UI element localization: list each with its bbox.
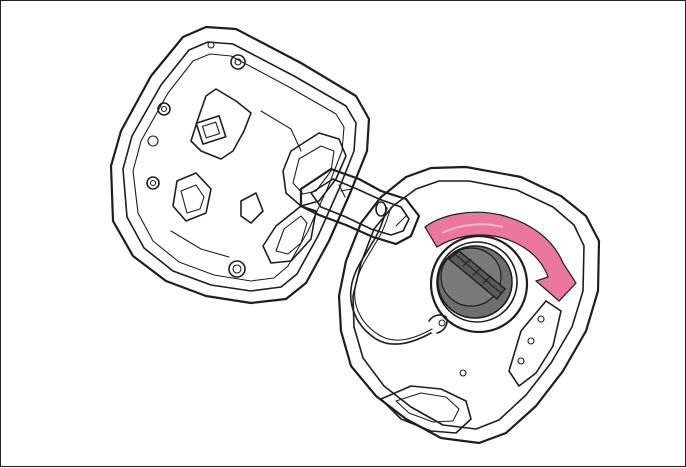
fuel-door-lid <box>109 25 371 305</box>
cap-tether <box>349 201 448 345</box>
rotation-arrow-icon <box>424 211 577 302</box>
boss-left <box>146 176 160 190</box>
boss-bottom <box>228 260 246 278</box>
cap-grip-handle <box>447 250 506 300</box>
boss-left-top <box>157 102 171 116</box>
latch-clip <box>195 115 227 145</box>
filler-neck-ring <box>429 234 529 334</box>
hinge-strap <box>299 167 421 246</box>
tether-clip <box>375 201 387 217</box>
boss-top <box>230 54 246 70</box>
fuel-cap <box>437 245 513 319</box>
filler-housing <box>337 165 601 445</box>
